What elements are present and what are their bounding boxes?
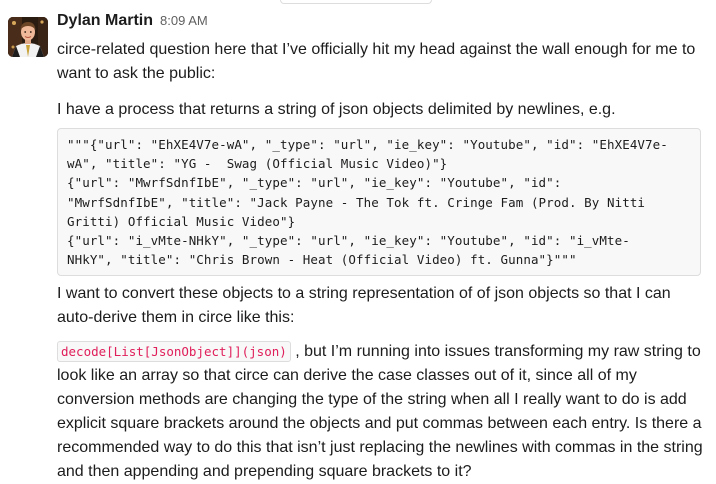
message-paragraph: circe-related question here that I’ve of… bbox=[57, 41, 696, 82]
message-paragraph: I have a process that returns a string o… bbox=[57, 101, 616, 118]
inline-code: decode[List[JsonObject]](json) bbox=[57, 341, 291, 363]
code-line: NHkY", "title": "Chris Brown - Heat (Off… bbox=[67, 252, 577, 268]
message-paragraph: I want to convert these objects to a str… bbox=[57, 285, 671, 327]
avatar[interactable] bbox=[8, 17, 48, 57]
message-header: Dylan Martin 8:09 AM bbox=[57, 12, 707, 36]
code-line: wA", "title": "YG - Swag (Official Music… bbox=[67, 156, 448, 172]
code-line: """{"url": "EhXE4V7e-wA", "_type": "url"… bbox=[67, 137, 668, 152]
hover-toolbar-edge bbox=[280, 0, 432, 4]
message-paragraph: decode[List[JsonObject]](json) , but I’m… bbox=[57, 340, 707, 484]
code-line: {"url": "MwrfSdnfIbE", "_type": "url", "… bbox=[67, 175, 562, 191]
message-paragraph-text: , but I’m running into issues transformi… bbox=[57, 343, 703, 481]
code-line: {"url": "i_vMte-NHkY", "_type": "url", "… bbox=[67, 233, 630, 249]
author-name[interactable]: Dylan Martin bbox=[57, 12, 154, 29]
message: Dylan Martin 8:09 AM circe-related quest… bbox=[57, 12, 707, 484]
message-timestamp[interactable]: 8:09 AM bbox=[160, 13, 208, 28]
code-line: Gritti) Official Music Video"} bbox=[67, 213, 296, 229]
code-block: """{"url": "EhXE4V7e-wA", "_type": "url"… bbox=[57, 128, 701, 277]
code-line: "MwrfSdnfIbE", "title": "Jack Payne - Th… bbox=[67, 194, 646, 210]
avatar-photo-icon bbox=[8, 17, 48, 57]
